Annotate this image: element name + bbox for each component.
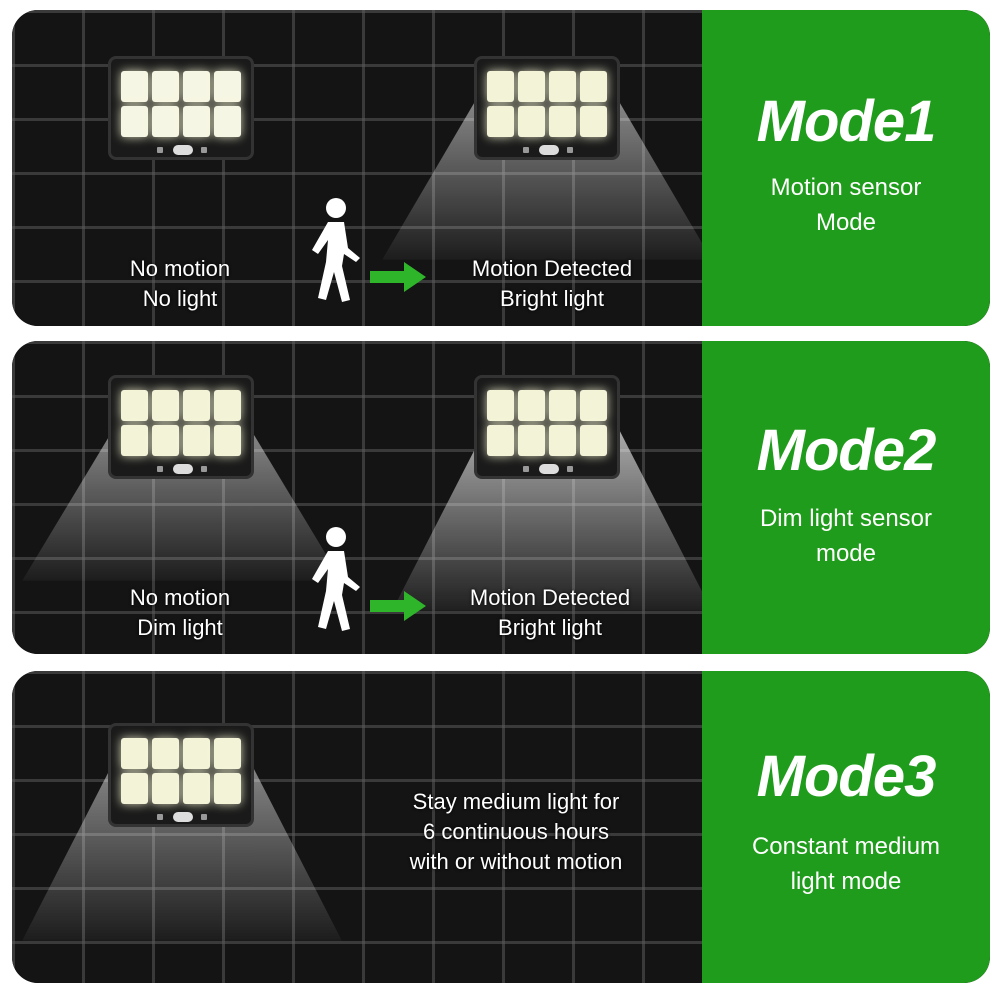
arrow-right-icon	[370, 591, 426, 621]
walking-person-icon	[312, 527, 360, 631]
mode1-panel: No motion No light Motion Detected Brigh…	[12, 10, 990, 326]
no-motion-caption: No motion No light	[100, 254, 260, 314]
solar-lamp-icon	[474, 56, 620, 160]
caption-line: Bright light	[498, 615, 602, 640]
no-motion-caption: No motion Dim light	[100, 583, 260, 643]
mode-description: Dim light sensor mode	[702, 501, 990, 571]
mode-description: Constant medium light mode	[702, 829, 990, 899]
solar-lamp-icon	[108, 375, 254, 479]
mode-desc-line: Dim light sensor	[759, 505, 933, 532]
caption-line: with or without motion	[409, 849, 623, 874]
mode2-panel: No motion Dim light Motion Detected Brig…	[12, 341, 990, 654]
motion-detected-caption: Motion Detected Bright light	[440, 583, 660, 643]
caption-line: No light	[142, 286, 218, 311]
caption-line: Motion Detected	[471, 256, 633, 281]
solar-lamp-icon	[108, 723, 254, 827]
motion-detected-caption: Motion Detected Bright light	[442, 254, 662, 314]
mode-title: Mode2	[756, 418, 937, 483]
constant-light-caption: Stay medium light for 6 continuous hours…	[376, 787, 656, 877]
mode-title: Mode1	[756, 89, 937, 154]
arrow-right-icon	[370, 262, 426, 292]
solar-lamp-icon	[108, 56, 254, 160]
mode-desc-line: mode	[815, 540, 877, 567]
caption-line: Dim light	[137, 615, 223, 640]
caption-line: Motion Detected	[469, 585, 631, 610]
solar-lamp-icon	[474, 375, 620, 479]
caption-line: Bright light	[500, 286, 604, 311]
caption-line: 6 continuous hours	[423, 819, 609, 844]
caption-line: Stay medium light for	[412, 789, 620, 814]
mode-label-box: Mode2 Dim light sensor mode	[702, 341, 990, 654]
walking-person-icon	[312, 198, 360, 302]
mode-desc-line: Motion sensor	[770, 174, 922, 201]
mode-description: Motion sensor Mode	[702, 170, 990, 240]
mode-desc-line: Mode	[815, 209, 877, 236]
mode-title: Mode3	[756, 744, 937, 809]
mode-label-box: Mode3 Constant medium light mode	[702, 671, 990, 983]
mode-label-box: Mode1 Motion sensor Mode	[702, 10, 990, 326]
mode-desc-line: light mode	[790, 868, 902, 895]
mode-desc-line: Constant medium	[751, 833, 941, 860]
caption-line: No motion	[129, 585, 231, 610]
mode3-panel: Stay medium light for 6 continuous hours…	[12, 671, 990, 983]
caption-line: No motion	[129, 256, 231, 281]
